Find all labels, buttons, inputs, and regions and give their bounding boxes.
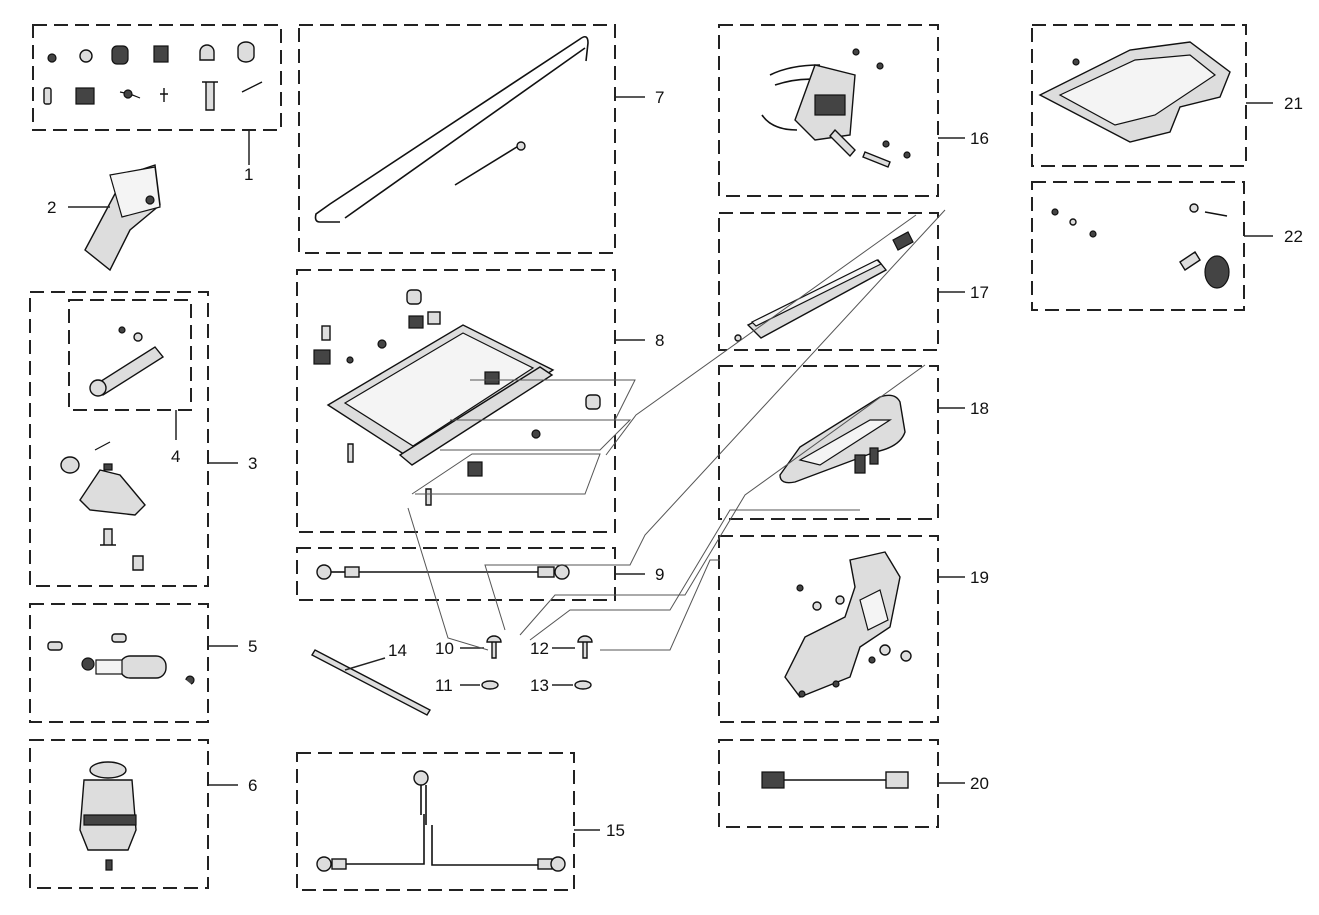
assembly-guide-lines [407,209,946,651]
callout-5: 5 [248,637,257,656]
group-22-adjuster-knob: 22 [1031,181,1303,311]
callout-6: 6 [248,776,257,795]
callout-21: 21 [1284,94,1303,113]
callout-9: 9 [655,565,664,584]
hardware-items [43,41,263,111]
callout-14: 14 [388,641,407,660]
group-1-hardware-kit: 1 [32,24,282,184]
callout-13: 13 [530,676,549,695]
group-19-mount-bracket: 19 [718,535,989,723]
group-20-connector-lead: 20 [718,739,989,828]
callout-3: 3 [248,454,257,473]
callout-22: 22 [1284,227,1303,246]
group-15-ground-harness: 15 [296,752,625,891]
callout-15: 15 [606,821,625,840]
group-4-gas-spring: 4 [68,299,192,466]
loose-hardware: 10 11 12 13 14 [311,635,593,716]
callout-7: 7 [655,88,664,107]
callout-10: 10 [435,639,454,658]
callout-16: 16 [970,129,989,148]
group-21-base-plate: 21 [1031,24,1303,167]
group-16-valve-unit: 16 [718,24,989,197]
group-7-linkage-rod: 7 [298,24,664,254]
group-5-actuator: 5 [29,603,257,723]
callout-2: 2 [47,198,56,217]
callout-8: 8 [655,331,664,350]
group-17-slide-rail: 17 [718,212,989,351]
callout-4: 4 [171,447,180,466]
callout-1: 1 [244,165,253,184]
callout-20: 20 [970,774,989,793]
group-8-slide-frame: 8 [296,269,664,533]
callout-19: 19 [970,568,989,587]
group-3-lever-assembly: 4 3 [29,291,257,587]
callout-12: 12 [530,639,549,658]
group-2-bracket: 2 [47,164,161,272]
group-9-ground-strap: 9 [296,547,664,601]
callout-18: 18 [970,399,989,418]
callout-17: 17 [970,283,989,302]
group-18-armrest: 18 [718,365,989,520]
callout-11: 11 [435,676,453,695]
group-6-air-spring: 6 [29,739,257,889]
